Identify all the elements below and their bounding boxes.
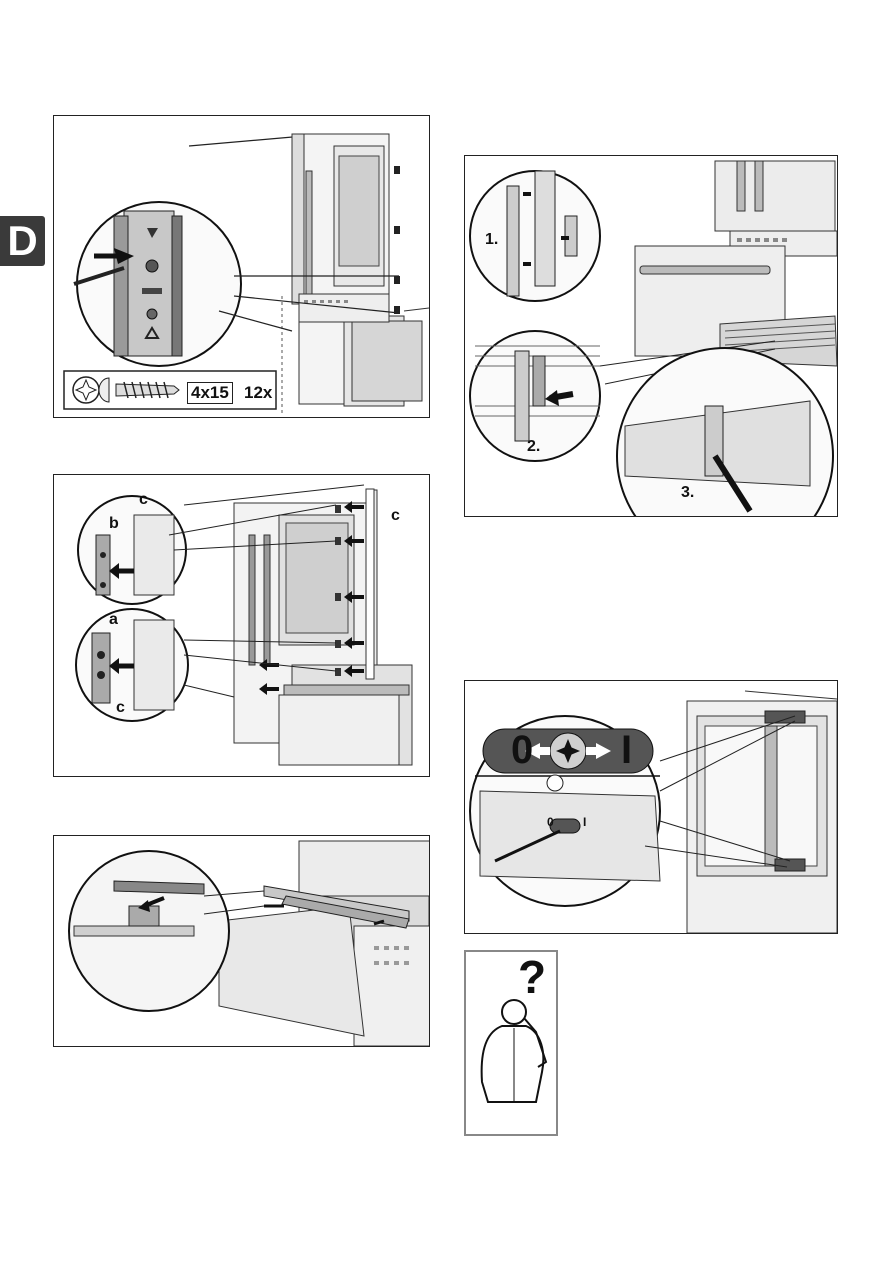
label-b: b: [109, 515, 119, 533]
figure-vent-steps: 1. 2. 3.: [464, 155, 838, 517]
step-3: 3.: [681, 484, 694, 502]
step-1: 1.: [485, 231, 498, 249]
label-c-top: c: [139, 491, 148, 509]
hinge-switch-illustration: [465, 681, 837, 933]
question-mark-icon: ?: [518, 950, 546, 1004]
label-c-bottom: c: [116, 699, 125, 717]
help-illustration: ?: [464, 950, 558, 1136]
rail-mounting-illustration: [54, 116, 429, 417]
small-on-label: I: [583, 815, 586, 829]
figure-trim-fitting: c b c a c: [53, 474, 430, 777]
switch-off-label: 0: [511, 728, 533, 773]
figure-cover-strip: [53, 835, 430, 1047]
cover-strip-illustration: [54, 836, 429, 1046]
small-off-label: 0: [547, 815, 554, 829]
label-a: a: [109, 611, 118, 629]
figure-rail-mounting: 4x15 12x: [53, 115, 430, 418]
screw-size: 4x15: [187, 382, 233, 404]
step-2: 2.: [527, 438, 540, 456]
vent-steps-illustration: [465, 156, 837, 516]
label-c-right: c: [391, 507, 400, 525]
section-tab: D: [0, 216, 45, 266]
screw-count: 12x: [244, 383, 272, 403]
switch-on-label: I: [621, 728, 632, 773]
figure-hinge-switch: 0 I 0 I: [464, 680, 838, 934]
